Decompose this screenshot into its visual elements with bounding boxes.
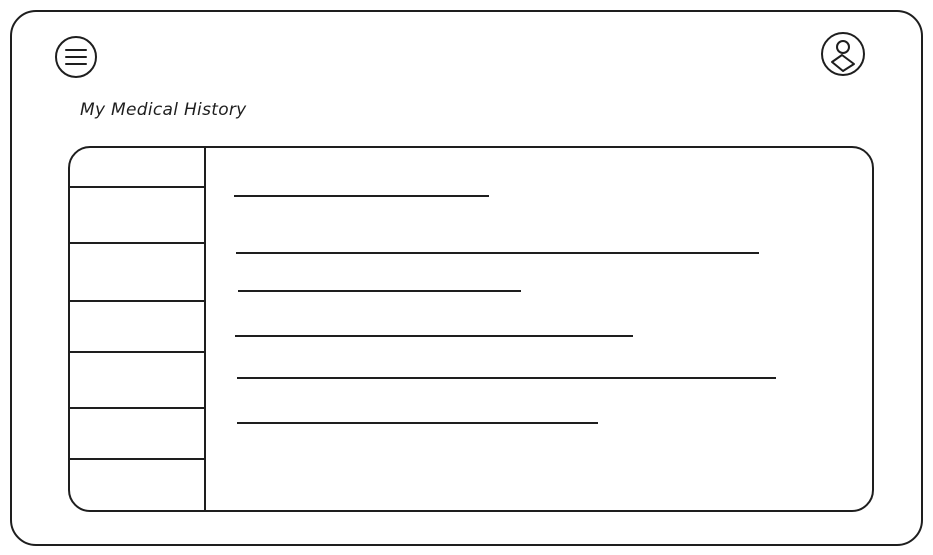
sidebar-item-3[interactable] xyxy=(70,300,204,350)
content-line xyxy=(236,252,759,254)
history-sidebar xyxy=(70,148,206,510)
content-line xyxy=(234,195,489,197)
user-profile-icon[interactable] xyxy=(820,31,866,77)
sidebar-item-4[interactable] xyxy=(70,351,204,407)
content-line xyxy=(235,335,633,337)
medical-history-panel xyxy=(68,146,874,512)
content-line xyxy=(238,290,521,292)
sidebar-item-1[interactable] xyxy=(70,186,204,240)
content-line xyxy=(237,377,776,379)
page-title: My Medical History xyxy=(80,100,247,120)
app-window-frame xyxy=(10,10,923,546)
sidebar-item-5[interactable] xyxy=(70,407,204,458)
sidebar-item-6[interactable] xyxy=(70,458,204,512)
content-line xyxy=(237,422,598,424)
sidebar-item-2[interactable] xyxy=(70,242,204,300)
hamburger-menu-icon[interactable] xyxy=(53,34,99,80)
